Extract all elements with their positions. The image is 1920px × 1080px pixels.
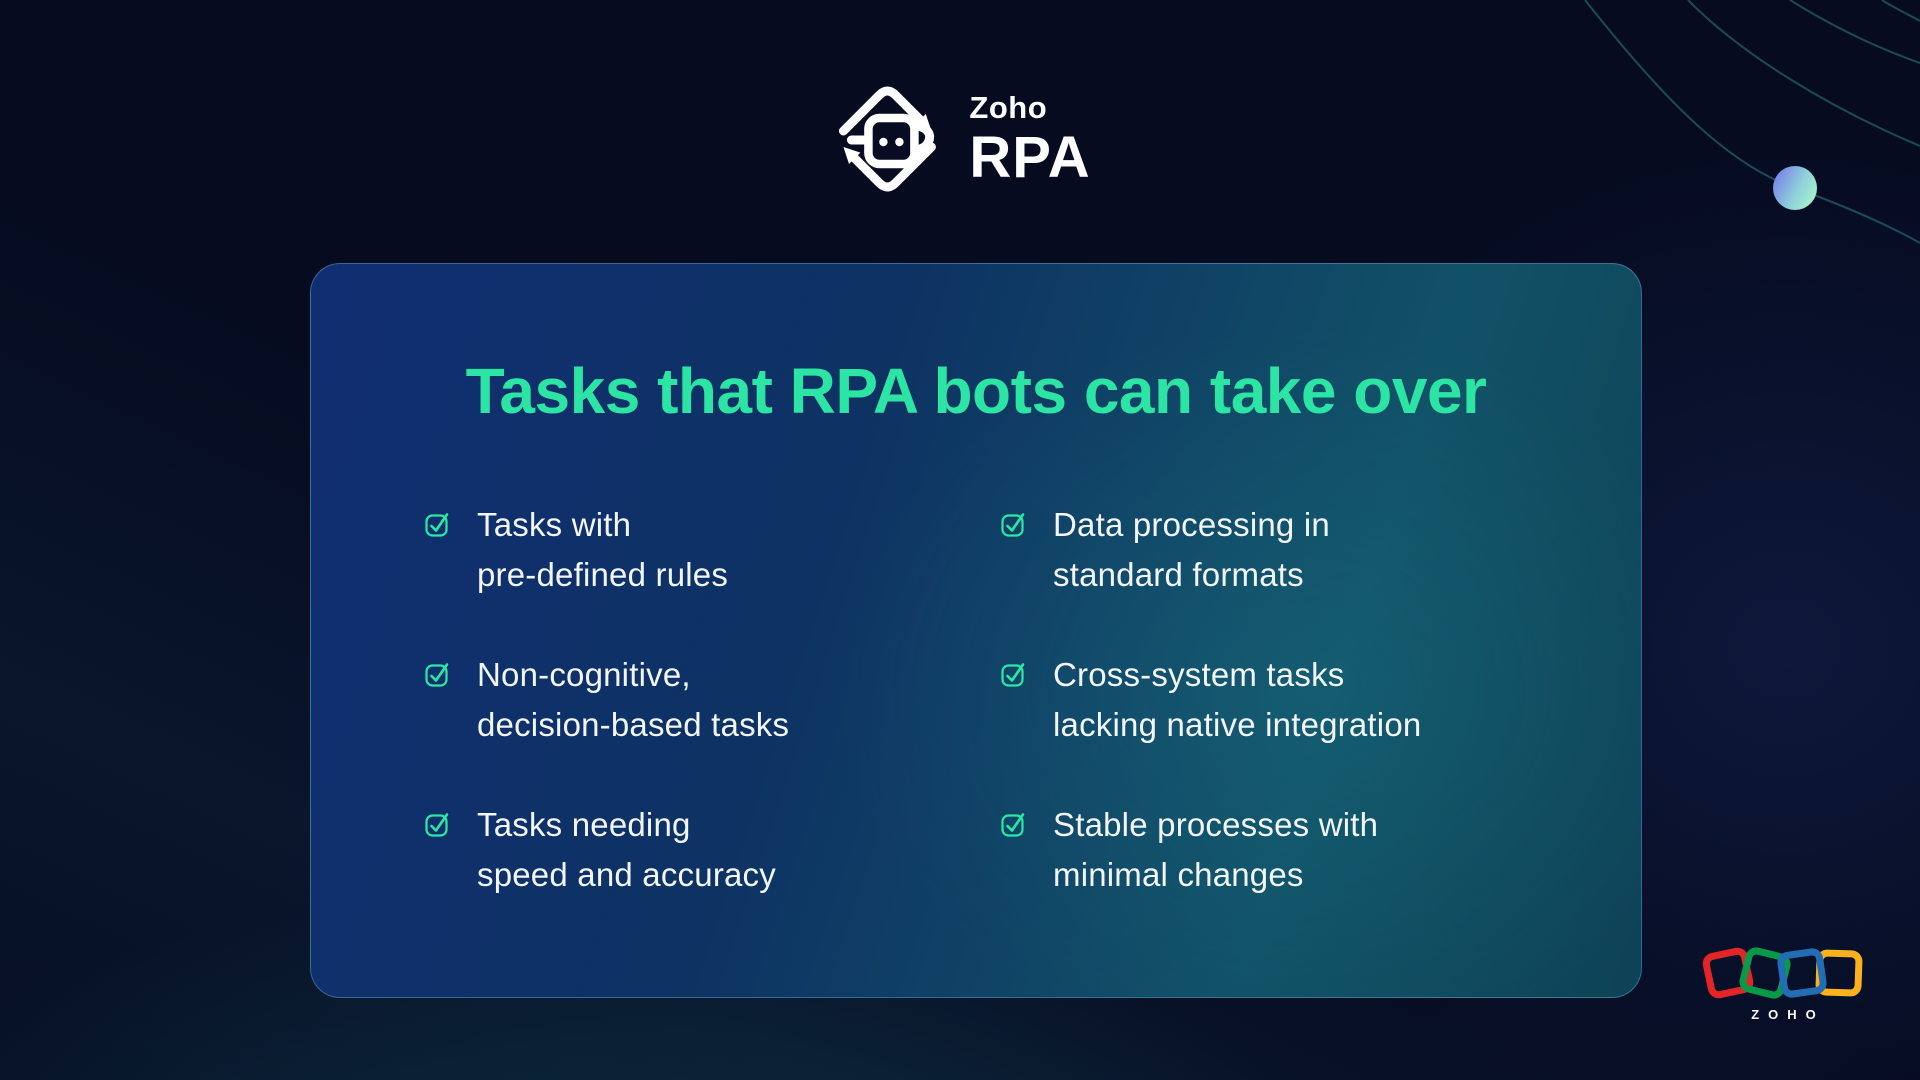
orbit-lines-decoration xyxy=(1584,0,1920,244)
rpa-bot-cycle-icon xyxy=(838,86,936,192)
checklist-item-text: Stable processes with minimal changes xyxy=(1053,806,1379,893)
checklist-column-right: Data processing in standard formats Cros… xyxy=(1001,500,1421,900)
checklist-item: Data processing in standard formats xyxy=(1001,500,1421,600)
zoho-logo: ZOHO xyxy=(1700,944,1863,1022)
zoho-logo-text: ZOHO xyxy=(1751,1007,1825,1022)
checked-checkbox-icon xyxy=(425,513,449,537)
checked-checkbox-icon xyxy=(425,663,449,687)
checklist-item: Cross-system tasks lacking native integr… xyxy=(1001,650,1421,750)
checklist-item-text: Cross-system tasks lacking native integr… xyxy=(1053,656,1422,743)
brand-rpa-text: RPA xyxy=(969,124,1091,190)
checklist-item-text: Data processing in standard formats xyxy=(1053,506,1330,593)
zoho-logo-squares xyxy=(1700,944,1863,1002)
checklist-item-text: Tasks needing speed and accuracy xyxy=(477,806,776,893)
checked-checkbox-icon xyxy=(1001,663,1025,687)
checklist-item-text: Non-cognitive, decision-based tasks xyxy=(477,656,790,743)
checklist-item: Tasks with pre-defined rules xyxy=(425,500,1001,600)
brand-zoho-text: Zoho xyxy=(969,90,1048,126)
checked-checkbox-icon xyxy=(1001,513,1025,537)
zoho-rpa-logo: Zoho RPA xyxy=(829,76,1090,202)
checklist-columns: Tasks with pre-defined rules Non-cogniti… xyxy=(311,500,1641,900)
content-card: Tasks that RPA bots can take over Tasks … xyxy=(298,253,1646,998)
checked-checkbox-icon xyxy=(425,813,449,837)
card-title: Tasks that RPA bots can take over xyxy=(465,355,1487,427)
brand-wordmark: Zoho RPA xyxy=(969,91,1090,186)
checklist-item: Tasks needing speed and accuracy xyxy=(425,800,1001,900)
zoho-logo-square-blue xyxy=(1776,947,1828,999)
checklist-item-text: Tasks with pre-defined rules xyxy=(477,506,729,593)
sphere-decoration xyxy=(1773,166,1817,210)
checklist-column-left: Tasks with pre-defined rules Non-cogniti… xyxy=(425,500,1001,900)
checklist-item: Stable processes with minimal changes xyxy=(1001,800,1421,900)
checklist-item: Non-cognitive, decision-based tasks xyxy=(425,650,1001,750)
checked-checkbox-icon xyxy=(1001,813,1025,837)
